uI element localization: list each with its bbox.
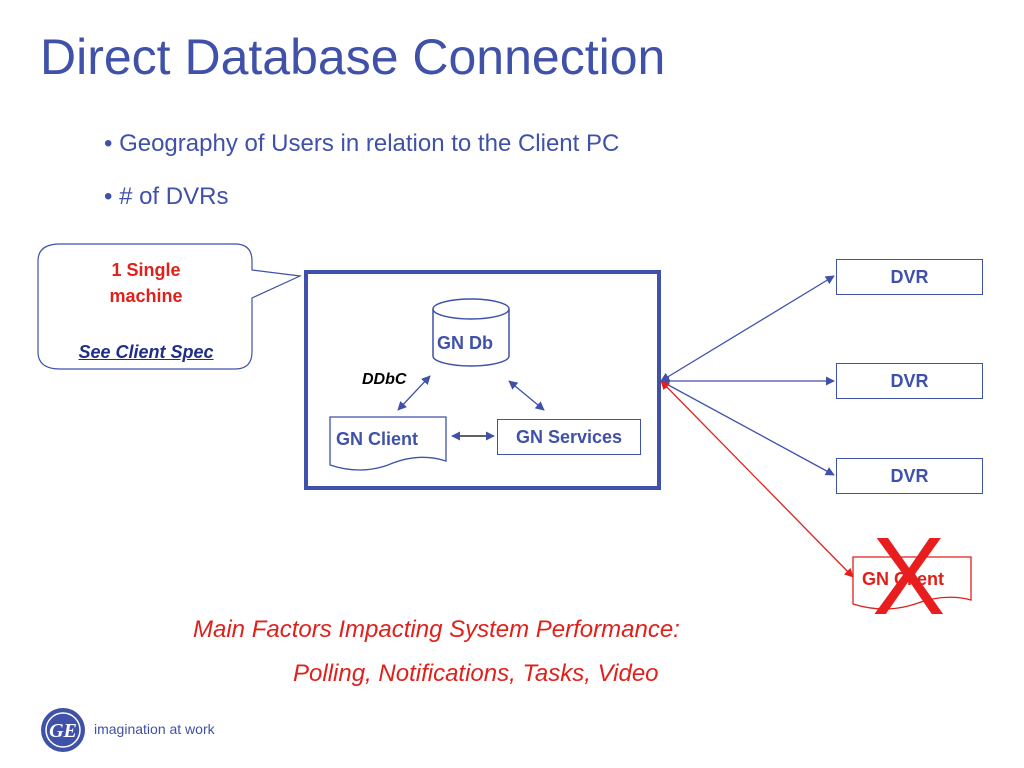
arrow-db-services: [508, 380, 545, 411]
callout-bubble: [37, 243, 303, 370]
ge-logo-text: GE: [49, 720, 77, 742]
x-mark-icon: X: [872, 515, 946, 638]
arrow-dvr-1: [660, 275, 835, 382]
remote-gn-client-document: [852, 556, 972, 610]
dvr-label: DVR: [890, 370, 929, 391]
arrow-remote-client: [660, 380, 854, 578]
ge-logo: GE: [41, 708, 85, 752]
bullet-dvr-count: • # of DVRs: [104, 183, 229, 210]
factors-title: Main Factors Impacting System Performanc…: [193, 616, 680, 643]
gn-client-document: [329, 416, 447, 471]
arrow-dvr-3: [660, 380, 835, 476]
dvr-box-2: DVR: [836, 363, 983, 399]
gn-db-cylinder: [432, 298, 510, 367]
dvr-label: DVR: [890, 465, 929, 486]
gn-client-label: GN Client: [336, 429, 419, 449]
remote-gn-client-label: GN Client: [862, 569, 945, 589]
gn-services-label: GN Services: [515, 426, 623, 447]
callout-line-2: machine: [109, 286, 183, 306]
ddbc-label: DDbC: [362, 371, 407, 388]
tagline: imagination at work: [94, 721, 215, 737]
arrow-db-client: [397, 375, 431, 411]
dvr-box-1: DVR: [836, 259, 983, 295]
factors-list: Polling, Notifications, Tasks, Video: [293, 660, 659, 687]
slide-title: Direct Database Connection: [40, 29, 666, 85]
dvr-box-3: DVR: [836, 458, 983, 494]
dvr-label: DVR: [890, 266, 929, 287]
system-boundary: [304, 270, 661, 490]
bullet-geography: • Geography of Users in relation to the …: [104, 130, 620, 157]
gn-services-box: GN Services: [497, 419, 641, 455]
gn-db-label: GN Db: [437, 333, 493, 353]
callout-line-1: 1 Single: [111, 260, 181, 280]
see-client-spec-link[interactable]: See Client Spec: [78, 342, 214, 362]
